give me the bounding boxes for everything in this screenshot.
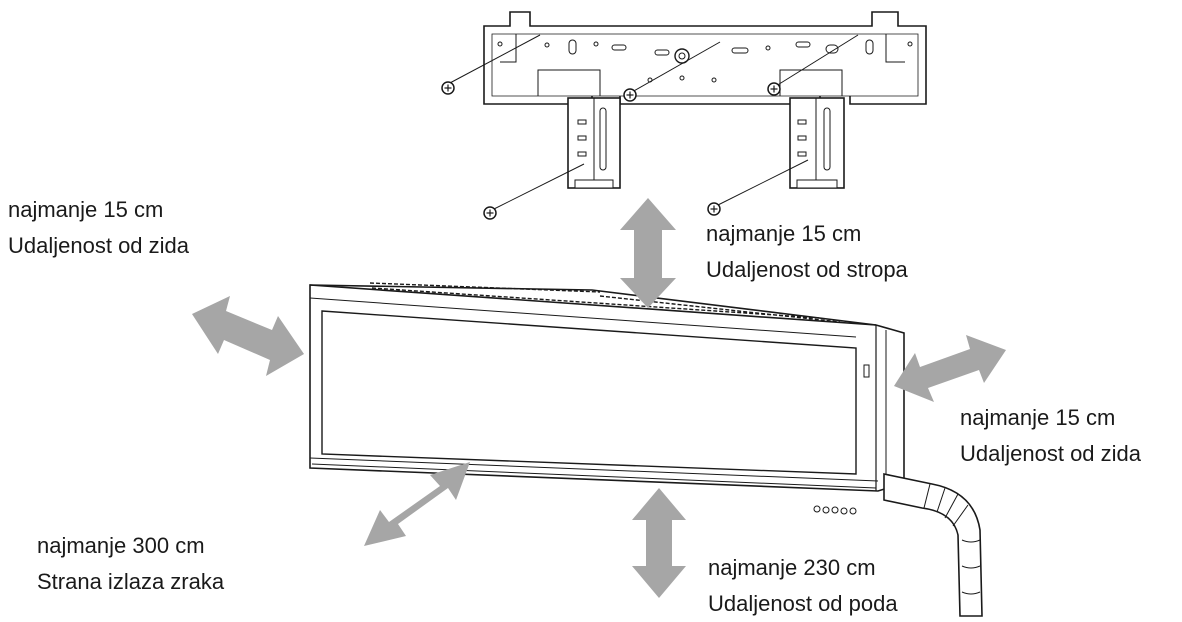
floor-caption: Udaljenost od poda — [708, 591, 898, 616]
ceiling-clearance-label: najmanje 15 cm Udaljenost od stropa — [706, 216, 908, 288]
left-bracket — [567, 97, 621, 189]
ceiling-distance: najmanje 15 cm — [706, 221, 862, 246]
screw-icon — [623, 88, 637, 102]
right-wall-caption: Udaljenost od zida — [960, 441, 1142, 466]
ceiling-caption: Udaljenost od stropa — [706, 257, 908, 282]
double-arrow-icon — [192, 296, 304, 376]
screw-icon — [767, 82, 781, 96]
left-wall-distance: najmanje 15 cm — [8, 197, 164, 222]
screws — [441, 34, 859, 220]
air-outlet-caption: Strana izlaza zraka — [37, 569, 225, 594]
mounting-plate — [483, 11, 927, 105]
double-arrow-icon — [894, 335, 1006, 402]
double-arrow-icon — [632, 488, 686, 598]
double-arrow-icon — [620, 198, 676, 308]
clearance-arrows — [192, 198, 1006, 598]
right-bracket — [789, 97, 845, 189]
screw-icon — [707, 202, 721, 216]
connection-pipe — [883, 473, 983, 617]
indoor-unit — [309, 282, 905, 515]
double-arrow-icon — [364, 462, 470, 546]
air-outlet-distance: najmanje 300 cm — [37, 533, 205, 558]
left-wall-caption: Udaljenost od zida — [8, 233, 190, 258]
screw-icon — [483, 206, 497, 220]
floor-clearance-label: najmanje 230 cm Udaljenost od poda — [708, 550, 898, 622]
right-wall-clearance-label: najmanje 15 cm Udaljenost od zida — [960, 400, 1141, 472]
air-outlet-clearance-label: najmanje 300 cm Strana izlaza zraka — [37, 528, 224, 600]
right-wall-distance: najmanje 15 cm — [960, 405, 1116, 430]
screw-icon — [441, 81, 455, 95]
left-wall-clearance-label: najmanje 15 cm Udaljenost od zida — [8, 192, 189, 264]
floor-distance: najmanje 230 cm — [708, 555, 876, 580]
